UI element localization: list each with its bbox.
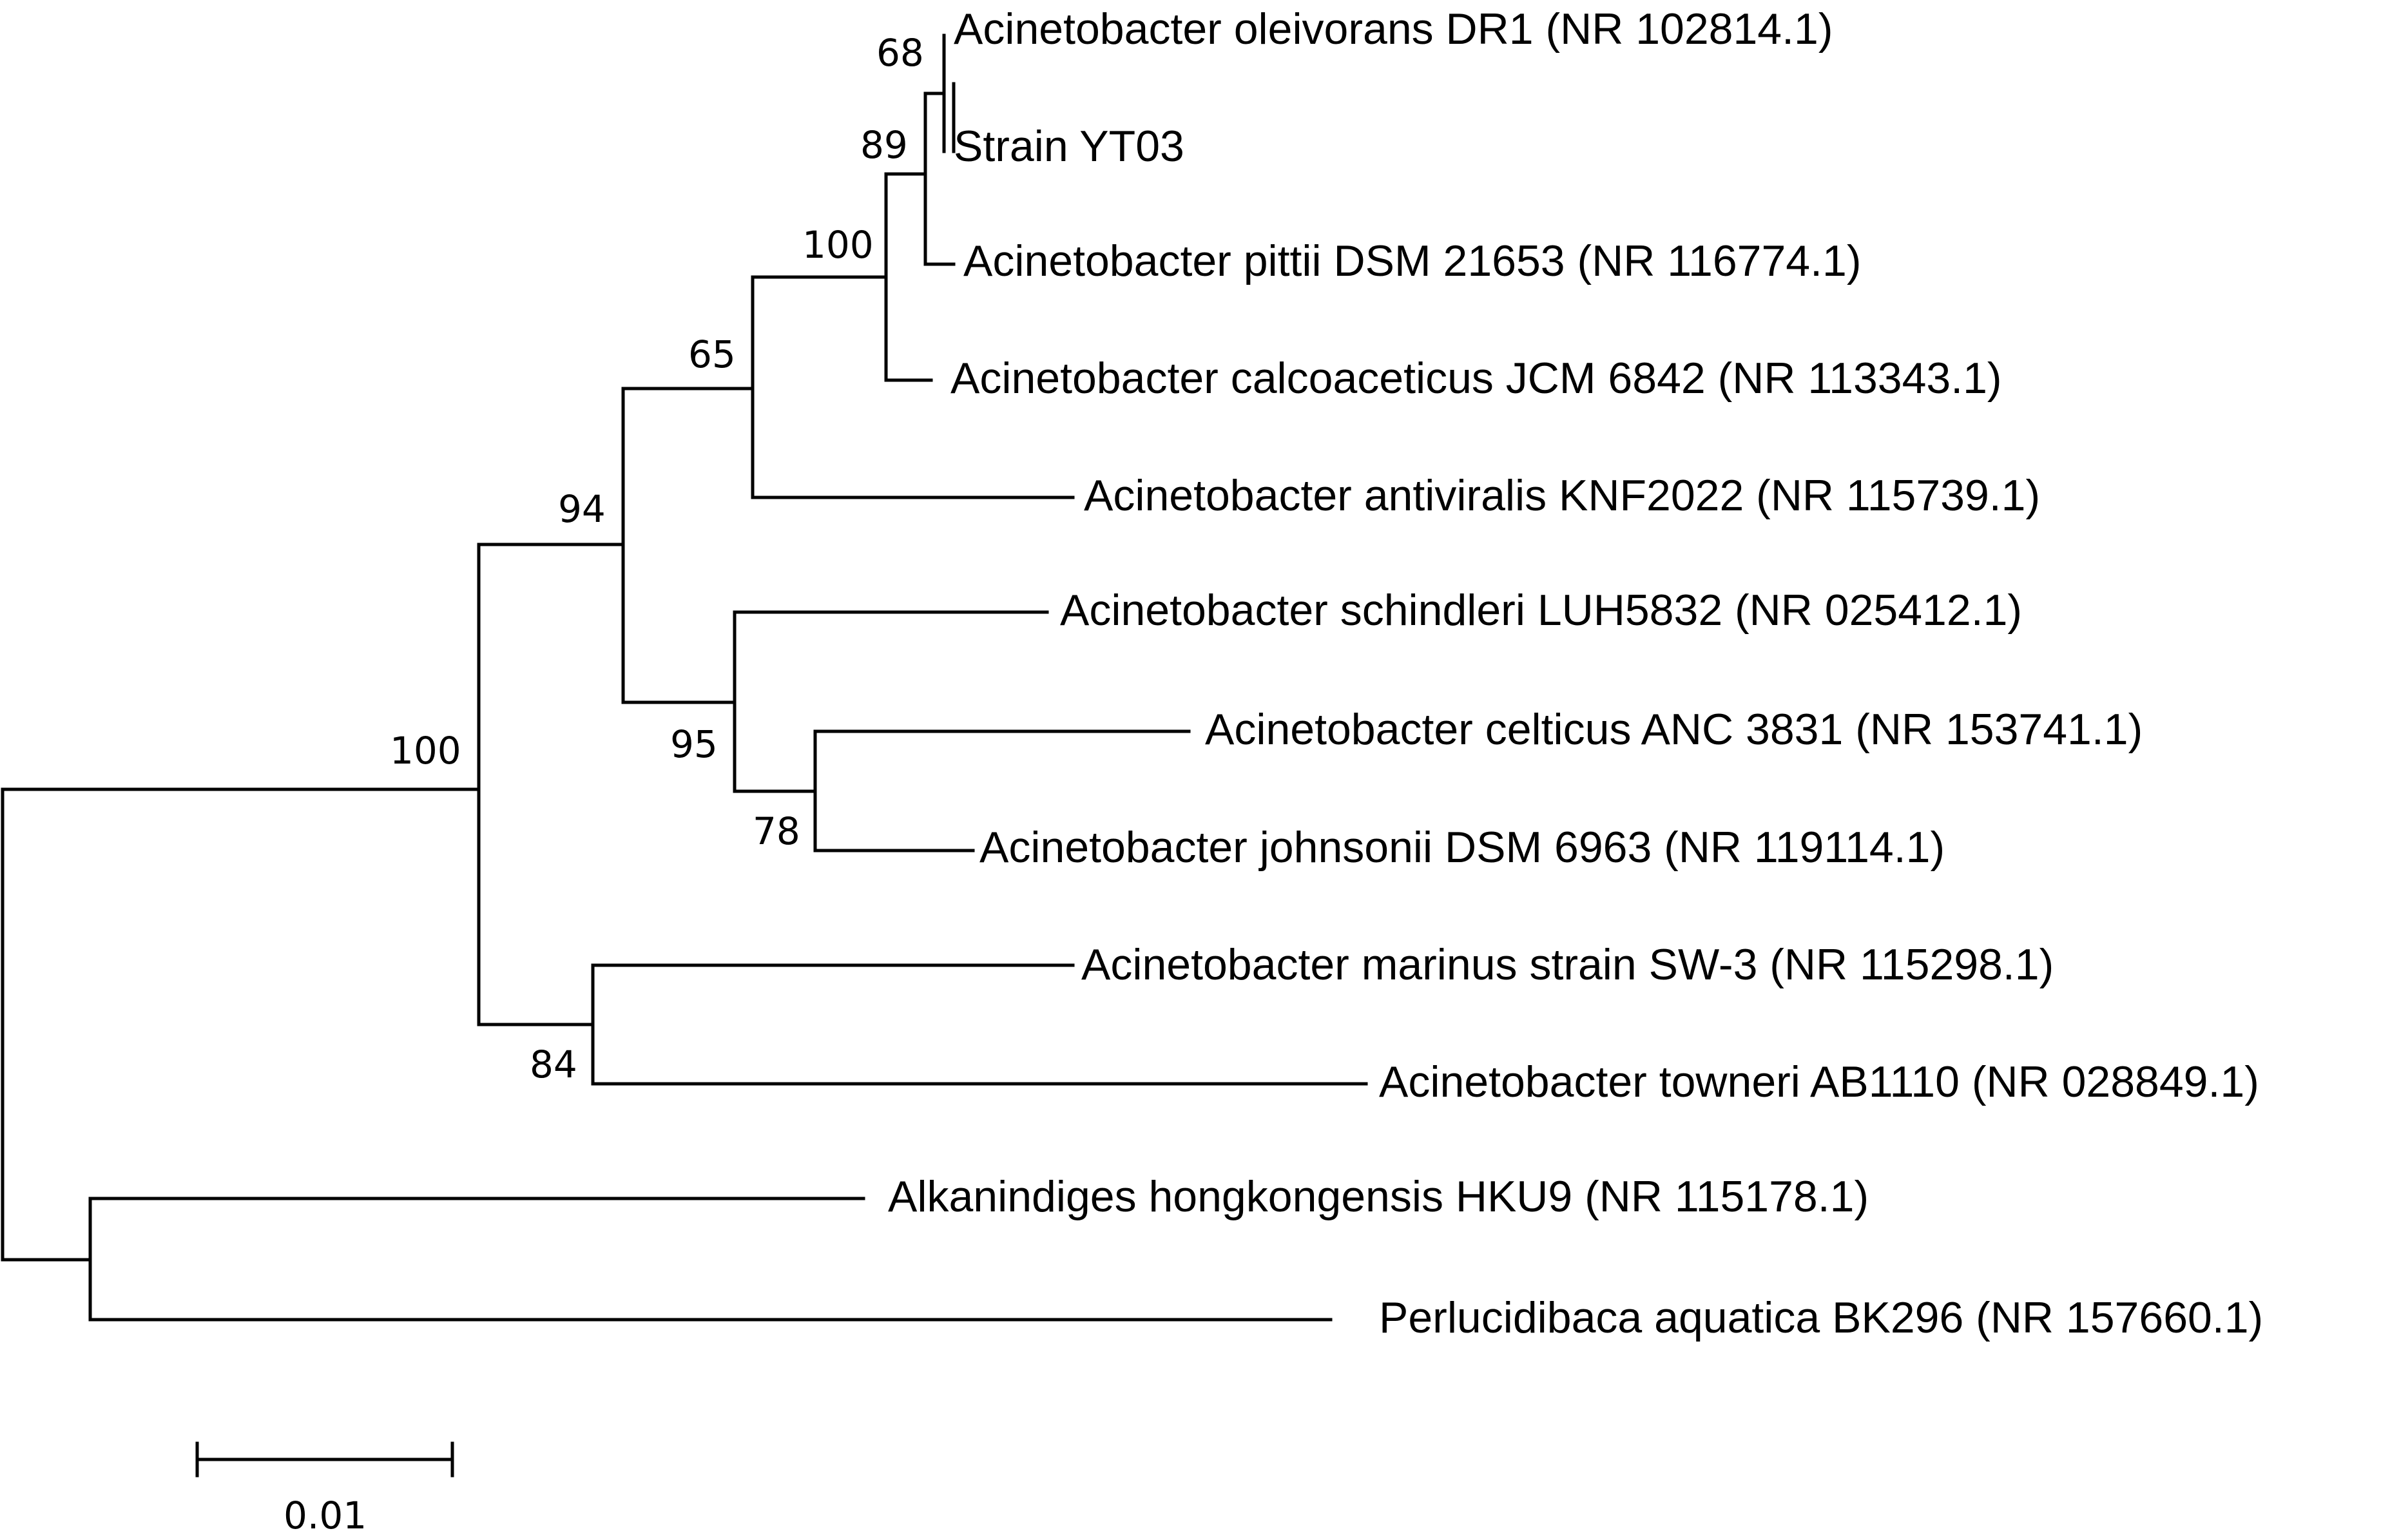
branch-node-65 <box>751 275 1075 499</box>
taxon-label: Acinetobacter oleivorans DR1 (NR 102814.… <box>954 5 1833 53</box>
branch-outgroup-clade <box>88 1197 1333 1322</box>
bootstrap-value: 95 <box>670 722 718 766</box>
branch-node-95 <box>733 610 1049 793</box>
branch-node-94 <box>621 387 755 704</box>
bootstrap-value: 89 <box>860 123 908 167</box>
taxon-label: Alkanindiges hongkongensis HKU9 (NR 1151… <box>888 1172 1869 1221</box>
taxon-label: Acinetobacter antiviralis KNF2022 (NR 11… <box>1084 471 2040 520</box>
bootstrap-value: 65 <box>688 332 736 376</box>
taxon-label: Acinetobacter calcoaceticus JCM 6842 (NR… <box>950 354 2002 403</box>
taxon-label: Acinetobacter schindleri LUH5832 (NR 025… <box>1060 586 2022 635</box>
taxon-label: Acinetobacter pittii DSM 21653 (NR 11677… <box>963 236 1861 285</box>
branch-node-89 <box>923 91 956 266</box>
branch-root <box>1 787 481 1262</box>
bootstrap-value: 68 <box>876 31 924 75</box>
bootstrap-value: 100 <box>802 223 874 267</box>
branch-acinetobacter-clade <box>477 543 625 1026</box>
taxon-label: Acinetobacter marinus strain SW-3 (NR 11… <box>1081 940 2054 989</box>
branch-calcoaceticus-group <box>884 172 933 382</box>
scale-bar-label: 0.01 <box>284 1494 367 1537</box>
scale-bar <box>195 1441 454 1477</box>
tree-branches <box>1 34 1368 1477</box>
bootstrap-value: 84 <box>530 1043 577 1086</box>
bootstrap-value: 78 <box>753 809 800 853</box>
branch-node-78 <box>813 729 1191 852</box>
bootstrap-values: 68 89 100 65 94 100 95 78 84 <box>390 31 924 1086</box>
taxon-labels: Acinetobacter oleivorans DR1 (NR 102814.… <box>888 5 2263 1342</box>
taxon-label: Perlucidibaca aquatica BK296 (NR 157660.… <box>1379 1293 2263 1342</box>
bootstrap-value: 100 <box>390 729 461 773</box>
taxon-label: Strain YT03 <box>954 122 1184 171</box>
branch-marinus-towneri <box>591 963 1368 1086</box>
taxon-label: Acinetobacter towneri AB1110 (NR 028849.… <box>1379 1057 2259 1106</box>
taxon-label: Acinetobacter johnsonii DSM 6963 (NR 119… <box>979 823 1945 872</box>
bootstrap-value: 94 <box>558 487 606 531</box>
taxon-label: Acinetobacter celticus ANC 3831 (NR 1537… <box>1205 705 2143 754</box>
